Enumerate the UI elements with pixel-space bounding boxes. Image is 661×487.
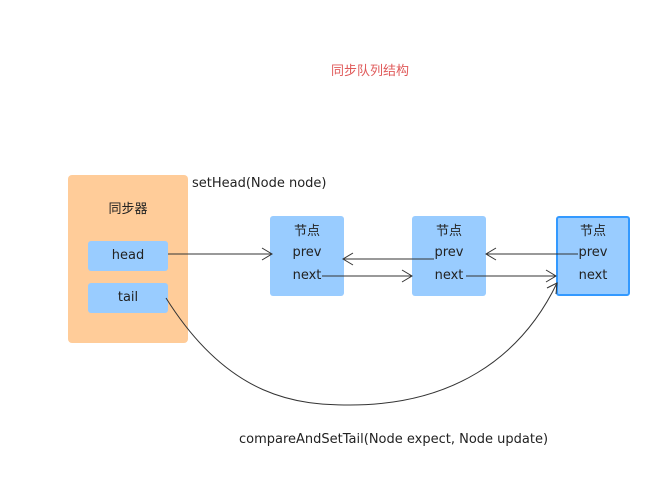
node2-next-arrowhead [545, 269, 557, 283]
node-2-title: 节点 [435, 224, 462, 239]
set-head-label: setHead(Node node) [192, 176, 327, 191]
node-2-prev: prev [434, 245, 464, 260]
node2-prev-arrowhead [342, 252, 354, 266]
node-3-prev: prev [578, 245, 608, 260]
node-3-next: next [578, 268, 608, 283]
tail-curve-arrow [165, 282, 558, 406]
node-1-prev: prev [292, 245, 322, 260]
tail-arrowhead [546, 282, 558, 295]
node-3[interactable] [556, 216, 630, 296]
head-field: head [88, 241, 168, 271]
head-arrowhead [261, 247, 273, 261]
node-1-next: next [292, 268, 322, 283]
node-2-next: next [434, 268, 464, 283]
node1-next-arrowhead [401, 269, 413, 283]
node3-prev-arrowhead [485, 247, 497, 261]
node-1 [270, 216, 344, 296]
node-2 [412, 216, 486, 296]
synchronizer-label: 同步器 [108, 202, 148, 217]
node-1-title: 节点 [293, 224, 320, 239]
node-3-title: 节点 [579, 224, 606, 239]
diagram-title: 同步队列结构 [330, 64, 409, 79]
tail-field: tail [88, 283, 168, 313]
compare-and-set-tail-label: compareAndSetTail(Node expect, Node upda… [239, 432, 549, 447]
